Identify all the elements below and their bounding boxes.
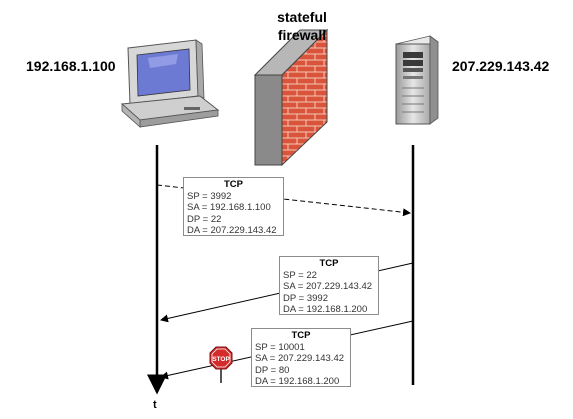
firewall-icon [253, 28, 329, 167]
packet-dest-port: DP = 3992 [283, 292, 328, 304]
server-ip-label: 207.229.143.42 [452, 58, 550, 74]
packet-protocol: TCP [319, 258, 339, 269]
packet-source-port: SP = 10001 [255, 341, 305, 353]
packet-source-address: SA = 207.229.143.42 [255, 353, 345, 364]
packet-dest-address: DA = 207.229.143.42 [187, 225, 277, 236]
packet-source-address: SA = 207.229.143.42 [283, 281, 373, 292]
packet-dest-port: DP = 80 [255, 364, 290, 376]
packet-source-port: SP = 22 [283, 269, 317, 281]
firewall-label: stateful firewall [262, 8, 342, 44]
client-computer-icon [120, 39, 220, 128]
packet-source-address: SA = 192.168.1.100 [187, 202, 271, 213]
packet-dest-address: DA = 192.168.1.200 [255, 376, 340, 387]
client-ip-label: 192.168.1.100 [26, 58, 116, 74]
packet-box-outbound: TCP SP = 3992 SA = 192.168.1.100 DP = 22… [183, 177, 284, 236]
firewall-label-line2: firewall [277, 27, 327, 43]
packet-box-reply: TCP SP = 22 SA = 207.229.143.42 DP = 399… [279, 256, 379, 315]
packet-protocol: TCP [224, 179, 243, 190]
server-tower-icon [395, 35, 439, 125]
stop-sign-icon: STOP [209, 346, 233, 383]
firewall-label-line1: stateful [277, 9, 327, 25]
packet-protocol: TCP [291, 330, 311, 341]
time-axis-label: t [153, 399, 157, 411]
stop-sign-text: STOP [212, 356, 230, 363]
packet-dest-address: DA = 192.168.1.200 [283, 304, 368, 315]
packet-source-port: SP = 3992 [187, 190, 232, 202]
packet-dest-port: DP = 22 [187, 213, 222, 225]
packet-box-blocked: TCP SP = 10001 SA = 207.229.143.42 DP = … [251, 328, 351, 387]
